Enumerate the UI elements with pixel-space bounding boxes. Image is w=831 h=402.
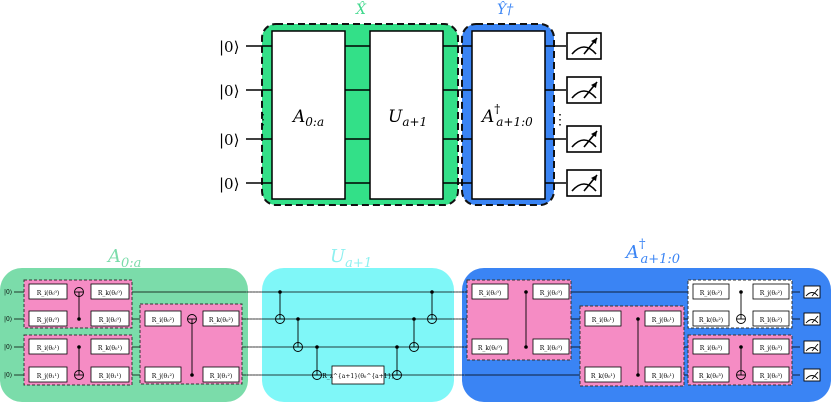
- right-panel-title: A†a+1:0: [624, 237, 680, 267]
- mid-panel-title: Ua+1: [330, 246, 372, 271]
- right-block-c: R_i(θ₀²) R_j(θ₀²) R_k(θ₀²) R_l(θ₀²): [687, 279, 793, 329]
- svg-text:R_l(θ₀²): R_l(θ₀²): [760, 317, 783, 324]
- svg-text:R_j(θ₁⁰): R_j(θ₁⁰): [37, 317, 59, 324]
- ket-1: |0⟩: [219, 38, 239, 56]
- gate-u-a1: [369, 30, 444, 200]
- left-block-3: R_i(θ₀²) R_k(θ₀²) R_j(θ₁²) R_l(θ₁²): [139, 303, 243, 385]
- bottom-kets: |0⟩ |0⟩ |0⟩ |0⟩: [4, 289, 12, 379]
- left-block-2: R_i(θ₀¹) R_k(θ₀¹) R_j(θ₁¹) R_l(θ₁¹): [23, 334, 133, 386]
- svg-text:R_k(θ₀⁰): R_k(θ₀⁰): [478, 345, 502, 352]
- mid-cnot-ladder: [275, 292, 437, 380]
- meter-icon: [566, 76, 602, 104]
- svg-text:R_k(θ₀³): R_k(θ₀³): [699, 373, 723, 380]
- ket-4: |0⟩: [219, 175, 239, 193]
- gate-u-label: Ua+1: [388, 107, 427, 129]
- mid-panel: [262, 268, 454, 402]
- mid-controls: [278, 290, 434, 349]
- mid-rz-gate: [331, 365, 385, 385]
- svg-text:R_i(θ₀³): R_i(θ₀³): [700, 345, 723, 352]
- svg-text:|0⟩: |0⟩: [4, 372, 12, 379]
- svg-text:R_i(θ₀²): R_i(θ₀²): [152, 317, 175, 324]
- right-block-b: R_i(θ₀¹) R_j(θ₀¹) R_k(θ₀¹) R_l(θ₀¹): [579, 305, 685, 387]
- svg-text:R_j(θ₀⁰): R_j(θ₀⁰): [540, 290, 562, 297]
- gate-a-label: A0:a: [291, 107, 324, 129]
- svg-text:R_i(θ₀⁰): R_i(θ₀⁰): [37, 290, 60, 297]
- svg-text:R_l(θ₁¹): R_l(θ₁¹): [99, 373, 122, 380]
- small-meters: [803, 285, 821, 382]
- ket-2: |0⟩: [219, 82, 239, 100]
- svg-text:R_j(θ₁²): R_j(θ₁²): [152, 373, 174, 380]
- left-block-1: R_i(θ₀⁰) R_k(θ₀⁰) R_j(θ₁⁰) R_l(θ₀⁰): [23, 279, 133, 329]
- svg-text:R_i(θ₀¹): R_i(θ₀¹): [592, 317, 615, 324]
- gate-a-dagger-label: A†a+1:0: [480, 102, 533, 129]
- ket-3: |0⟩: [219, 131, 239, 149]
- vdots-left: ⋮: [256, 112, 270, 128]
- meter-icon: [803, 340, 821, 354]
- y-hat-dagger-label: Ŷ†: [497, 0, 514, 18]
- svg-text:R_j(θ₁¹): R_j(θ₁¹): [37, 373, 59, 380]
- svg-text:R_j(θ₀¹): R_j(θ₀¹): [652, 317, 674, 324]
- x-hat-label: X̂: [355, 0, 367, 18]
- svg-text:R_k(θ₀⁰): R_k(θ₀⁰): [98, 290, 122, 297]
- svg-text:R_k(θ₀¹): R_k(θ₀¹): [591, 373, 615, 380]
- svg-text:R_i(θ₀²): R_i(θ₀²): [700, 290, 723, 297]
- panel-gap-dots: [246, 291, 466, 376]
- svg-text:R_l(θ₀⁰): R_l(θ₀⁰): [99, 317, 122, 324]
- svg-text:R_j(θ₀²): R_j(θ₀²): [760, 290, 782, 297]
- svg-text:R_i(θ₀⁰): R_i(θ₀⁰): [479, 290, 502, 297]
- right-block-d: R_i(θ₀³) R_j(θ₀³) R_k(θ₀³) R_l(θ₀³): [687, 334, 793, 386]
- svg-text:R_k(θ₀²): R_k(θ₀²): [699, 317, 723, 324]
- meter-icon: [803, 285, 821, 299]
- left-panel-title: A0:a: [106, 246, 141, 271]
- svg-text:R_l(θ₀⁰): R_l(θ₀⁰): [540, 345, 563, 352]
- meter-icon: [566, 125, 602, 153]
- svg-text:|0⟩: |0⟩: [4, 289, 12, 296]
- vdots-right: ⋮: [553, 112, 567, 128]
- svg-text:R_k(θ₀¹): R_k(θ₀¹): [98, 345, 122, 352]
- svg-text:R_k(θ₀²): R_k(θ₀²): [209, 317, 233, 324]
- svg-text:R_l(θ₁²): R_l(θ₁²): [210, 373, 233, 380]
- meter-icon: [566, 32, 602, 60]
- meters: [566, 32, 602, 197]
- svg-text:R_i(θ₀¹): R_i(θ₀¹): [37, 345, 60, 352]
- gate-a-dagger: [471, 30, 546, 200]
- svg-text:|0⟩: |0⟩: [4, 344, 12, 351]
- meter-icon: [803, 312, 821, 326]
- right-block-a: R_i(θ₀⁰) R_j(θ₀⁰) R_k(θ₀⁰) R_l(θ₀⁰): [466, 279, 572, 361]
- top-circuit: A0:a Ua+1 A†a+1:0 X̂ Ŷ† |0⟩ |0⟩ |0⟩ |0⟩ …: [219, 0, 602, 206]
- meter-icon: [803, 368, 821, 382]
- meter-icon: [566, 169, 602, 197]
- gate-a-0-a: [271, 30, 346, 200]
- svg-text:|0⟩: |0⟩: [4, 316, 12, 323]
- svg-text:R_l(θ₀¹): R_l(θ₀¹): [652, 373, 675, 380]
- svg-text:R_l(θ₀³): R_l(θ₀³): [760, 373, 783, 380]
- mid-rz-label: R_z^{a+1}(θ₀^{a+1}): [322, 373, 394, 380]
- svg-text:R_j(θ₀³): R_j(θ₀³): [760, 345, 782, 352]
